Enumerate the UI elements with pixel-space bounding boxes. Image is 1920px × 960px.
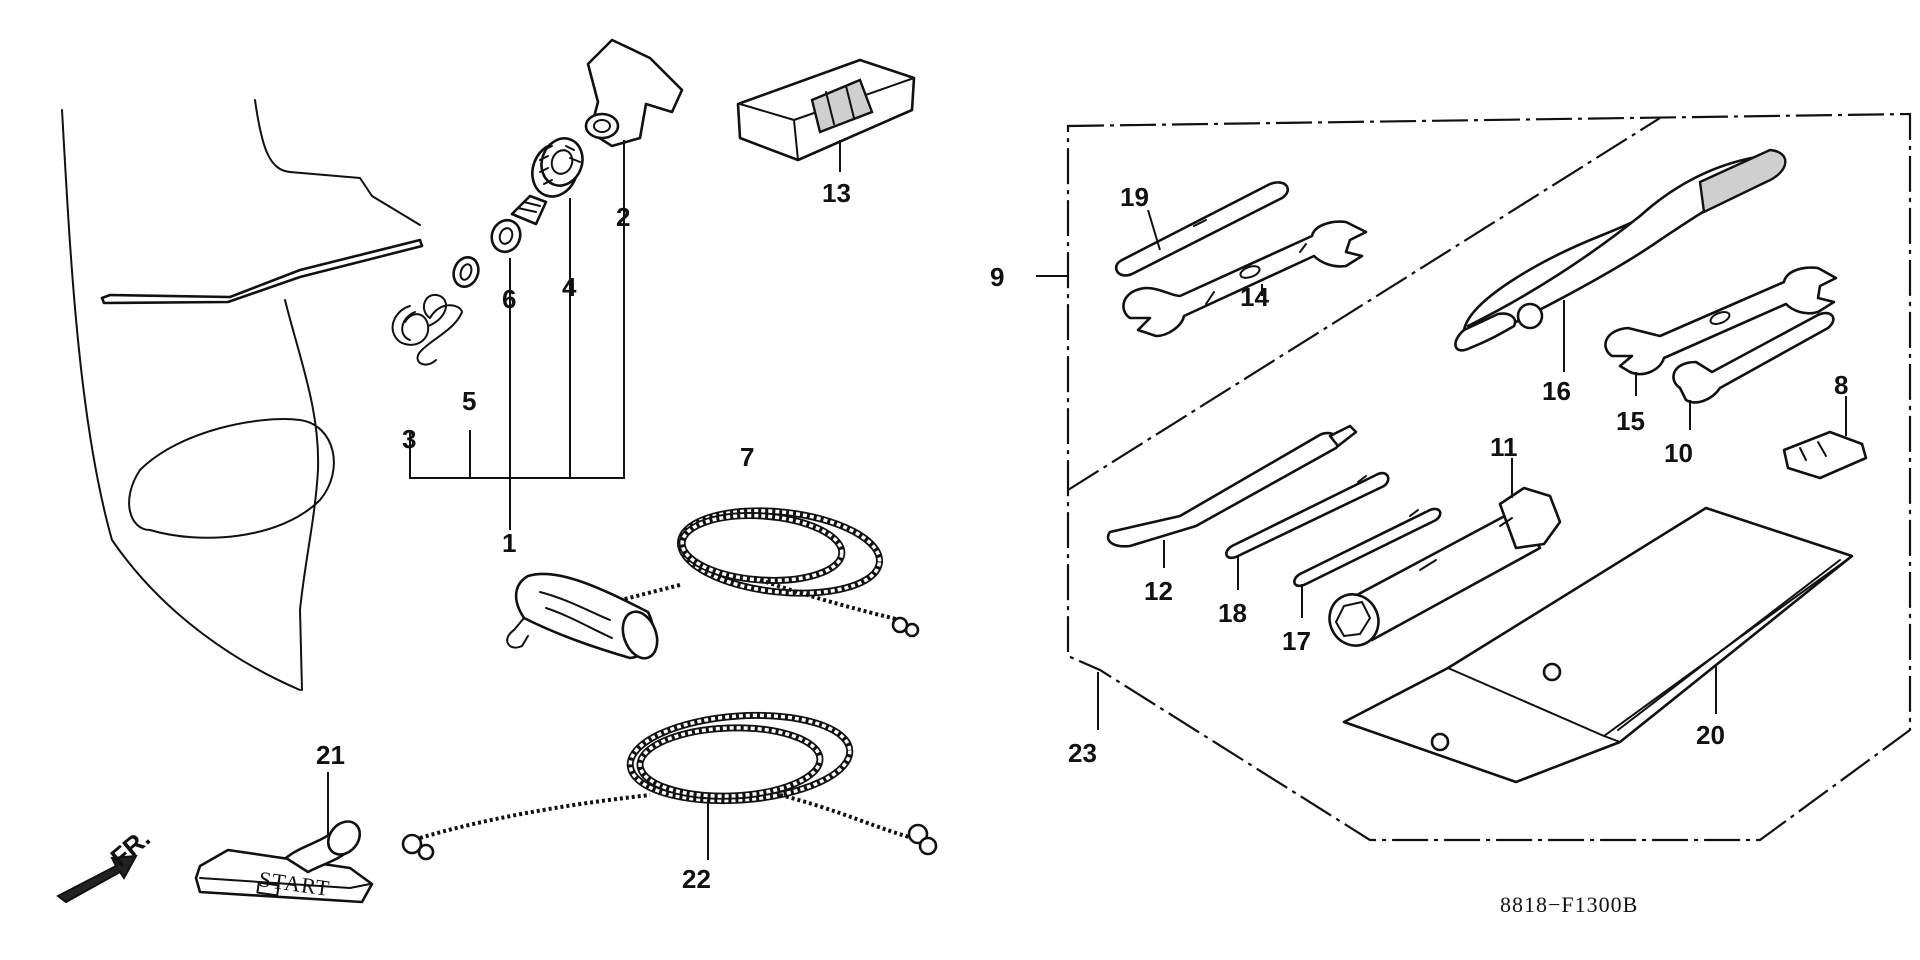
part-18-bit [1225,471,1390,590]
callout-20: 20 [1696,720,1725,750]
callout-16: 16 [1542,376,1571,406]
part-5-oring [452,256,480,288]
part-14-wrench [1122,220,1368,338]
part-6-fitting [490,194,548,254]
part-4-nut [531,137,584,198]
part-2-cap [584,38,684,148]
callout-15: 15 [1616,406,1645,436]
part-11-box-spanner [1328,458,1562,647]
callout-14: 14 [1240,282,1269,312]
callout-labels: 1 2 3 4 5 6 7 8 9 10 11 12 13 14 15 16 1… [316,178,1848,894]
callout-10: 10 [1664,438,1693,468]
callout-6: 6 [502,284,516,314]
part-17-bit [1293,507,1442,618]
callout-3: 3 [402,424,416,454]
part-13-level [736,58,916,172]
callout-12: 12 [1144,576,1173,606]
diagram-code: 8818−F1300B [1500,892,1638,917]
callout-5: 5 [462,386,476,416]
callout-11: 11 [1490,432,1518,462]
callout-8: 8 [1834,370,1848,400]
callout-18: 18 [1218,598,1247,628]
callout-23: 23 [1068,738,1097,768]
part-19-flat-wrench [1114,181,1289,277]
part-3-clip [391,293,463,366]
outboard-engine-outline [61,99,424,691]
part-10-wrench [1672,311,1835,430]
leader-part-1 [409,140,625,530]
front-arrow-icon: FR. [56,823,156,904]
callout-1: 1 [502,528,516,558]
callout-21: 21 [316,740,345,770]
part-7-rope-handle [506,507,920,660]
tool-kit-outline [1036,112,1912,842]
callout-13: 13 [822,178,851,208]
callout-9: 9 [990,262,1004,292]
callout-7: 7 [740,442,754,472]
part-20-tool-bag [1342,506,1854,784]
part-15-wrench [1604,266,1838,396]
part-22-rope [401,711,938,861]
callout-2: 2 [616,202,630,232]
part-12-screwdriver [1106,424,1358,568]
part-8-clip [1782,396,1868,480]
callout-4: 4 [562,272,577,302]
callout-22: 22 [682,864,711,894]
front-marker-label: FR. [105,823,156,873]
part-21-start-handle: START [194,772,374,904]
callout-17: 17 [1282,626,1311,656]
callout-19: 19 [1120,182,1149,212]
part-16-pliers [1454,148,1787,372]
